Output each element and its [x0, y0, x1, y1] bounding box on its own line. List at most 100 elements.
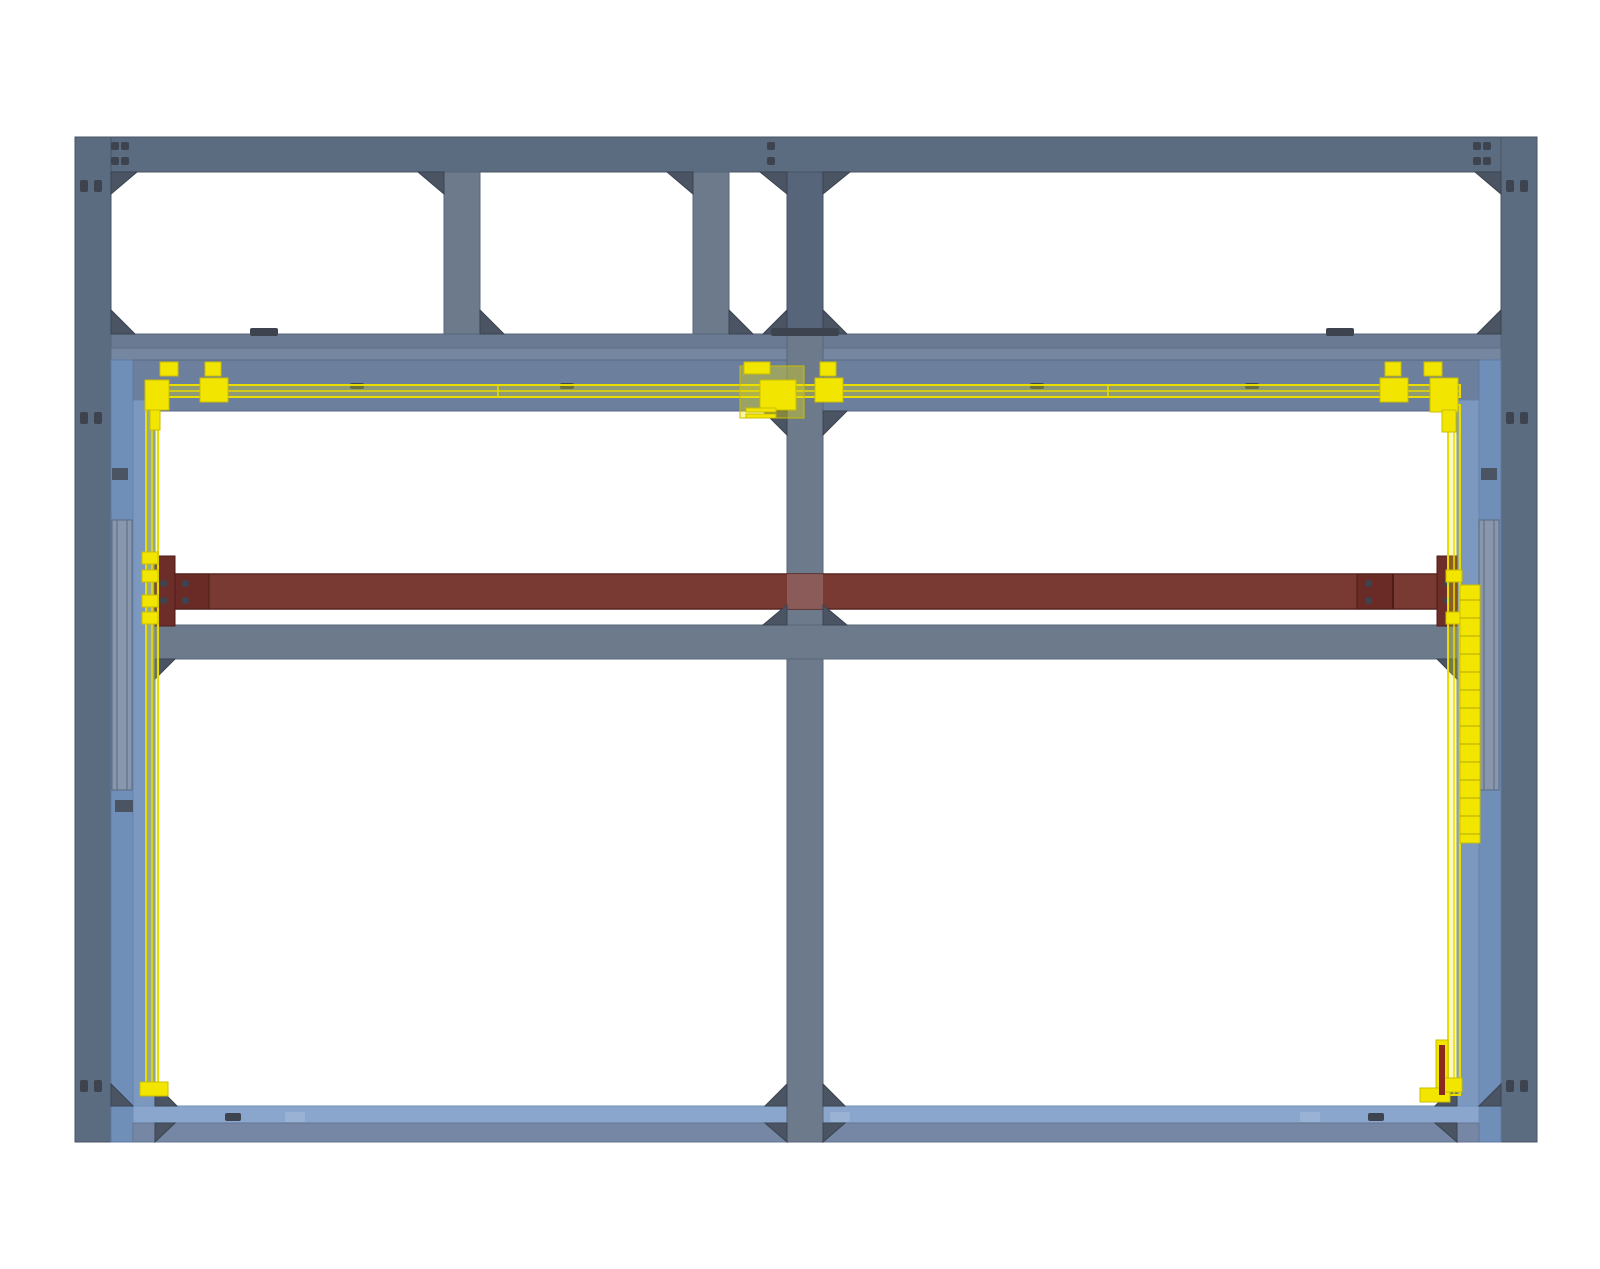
bolt-icon — [1368, 1113, 1384, 1121]
right-actuator-cap-top — [1481, 468, 1497, 480]
linear-carriage-icon — [204, 361, 222, 377]
bolt-icon — [94, 1080, 102, 1092]
linear-carriage-icon — [1384, 361, 1402, 377]
bolt-icon — [111, 157, 119, 165]
linear-carriage-icon — [139, 1081, 169, 1097]
bolt-icon — [111, 142, 119, 150]
bolt-icon — [1506, 180, 1514, 192]
linear-carriage-icon — [199, 377, 229, 403]
upper-vertical-2 — [692, 171, 730, 335]
center-post-upper — [786, 171, 824, 335]
bolt-icon — [160, 597, 167, 604]
linear-carriage-icon — [1429, 377, 1459, 413]
triangle-gusset-icon — [763, 1082, 788, 1107]
linear-carriage-icon — [149, 409, 161, 431]
red-beam-plate-right — [1356, 573, 1394, 610]
triangle-gusset-icon — [1433, 1122, 1458, 1144]
linear-carriage-icon — [141, 594, 159, 608]
linear-carriage-icon — [141, 611, 159, 625]
upper-vertical-1 — [443, 171, 481, 335]
bolt-icon — [182, 580, 189, 587]
bolt-icon — [1365, 597, 1372, 604]
bolt-icon — [1483, 142, 1491, 150]
bolt-icon — [285, 1112, 305, 1122]
red-beam-plate-left — [174, 573, 210, 610]
linear-carriage-icon — [1441, 409, 1457, 433]
red-cross-beam — [154, 555, 1458, 627]
triangle-gusset-icon — [822, 1082, 847, 1107]
left-outer-post — [74, 136, 112, 1143]
bolt-icon — [767, 157, 775, 165]
bolt-icon — [1520, 412, 1528, 424]
triangle-gusset-icon — [763, 1122, 788, 1144]
bolt-blocks — [80, 142, 1528, 1122]
linear-carriage-icon — [759, 379, 797, 411]
triangle-gusset-icon — [110, 308, 137, 335]
triangle-gusset-icon — [1475, 308, 1502, 335]
triangle-gusset-icon — [822, 171, 852, 196]
lower-horizontal-beam — [154, 624, 1458, 660]
bolt-icon — [121, 157, 129, 165]
bottom-right-motor — [1439, 1045, 1445, 1095]
left-actuator-cylinder — [111, 519, 133, 791]
bolt-icon — [121, 142, 129, 150]
linear-carriage-icon — [141, 551, 159, 565]
triangle-gusset-icon — [1477, 1082, 1502, 1107]
bolt-icon — [94, 412, 102, 424]
bolt-icon — [1520, 1080, 1528, 1092]
cable-chain-links — [1460, 599, 1480, 835]
top-outer-beam — [74, 136, 1538, 173]
linear-carriage-icon — [745, 413, 777, 419]
bolt-icon — [225, 1113, 241, 1121]
bolt-icon — [1365, 580, 1372, 587]
bolt-icon — [830, 1112, 850, 1122]
side-actuators — [111, 468, 1500, 812]
triangle-gusset-icon — [154, 658, 177, 681]
bolt-icon — [80, 180, 88, 192]
bolt-icon — [1506, 1080, 1514, 1092]
triangle-gusset-icon — [761, 603, 788, 626]
triangle-gusset-icon — [1473, 171, 1502, 196]
cable-chain — [1459, 584, 1481, 844]
linear-carriage-icon — [1379, 377, 1409, 403]
bolt-icon — [771, 328, 839, 336]
left-actuator-cap-bottom — [115, 800, 133, 812]
red-beam-center-overlap — [787, 574, 823, 609]
triangle-gusset-icon — [822, 603, 849, 626]
bolt-icon — [80, 1080, 88, 1092]
bolt-icon — [1506, 412, 1514, 424]
linear-carriage-icon — [141, 569, 159, 583]
bolt-icon — [1473, 157, 1481, 165]
bolt-icon — [1300, 1112, 1320, 1122]
bolt-icon — [160, 580, 167, 587]
linear-carriage-icon — [814, 377, 844, 403]
triangle-gusset-icon — [479, 308, 506, 335]
bolt-icon — [182, 597, 189, 604]
triangle-gusset-icon — [728, 308, 755, 335]
linear-carriage-icon — [743, 361, 771, 375]
triangle-gusset-icon — [758, 171, 788, 196]
bolt-icon — [767, 142, 775, 150]
upper-verticals — [443, 171, 824, 335]
bolt-icon — [80, 412, 88, 424]
bolt-icon — [1326, 328, 1354, 336]
bolt-icon — [250, 328, 278, 336]
bolt-icon — [1483, 157, 1491, 165]
right-actuator-cylinder — [1478, 519, 1500, 791]
triangle-gusset-icon — [665, 171, 694, 196]
linear-carriage-icon — [1423, 361, 1443, 377]
linear-carriage-icon — [1443, 1077, 1463, 1093]
right-outer-post — [1500, 136, 1538, 1143]
center-post — [786, 333, 824, 1143]
triangle-gusset-icon — [110, 171, 139, 196]
triangle-gusset-icon — [154, 1122, 177, 1144]
linear-carriage-icon — [144, 379, 170, 411]
triangle-gusset-icon — [822, 1122, 847, 1144]
linear-carriage-icon — [819, 361, 837, 377]
bolt-icon — [1473, 142, 1481, 150]
linear-carriage-icon — [745, 407, 777, 413]
bolt-icon — [1520, 180, 1528, 192]
left-actuator-cap-top — [112, 468, 128, 480]
linear-carriage-icon — [159, 361, 179, 377]
